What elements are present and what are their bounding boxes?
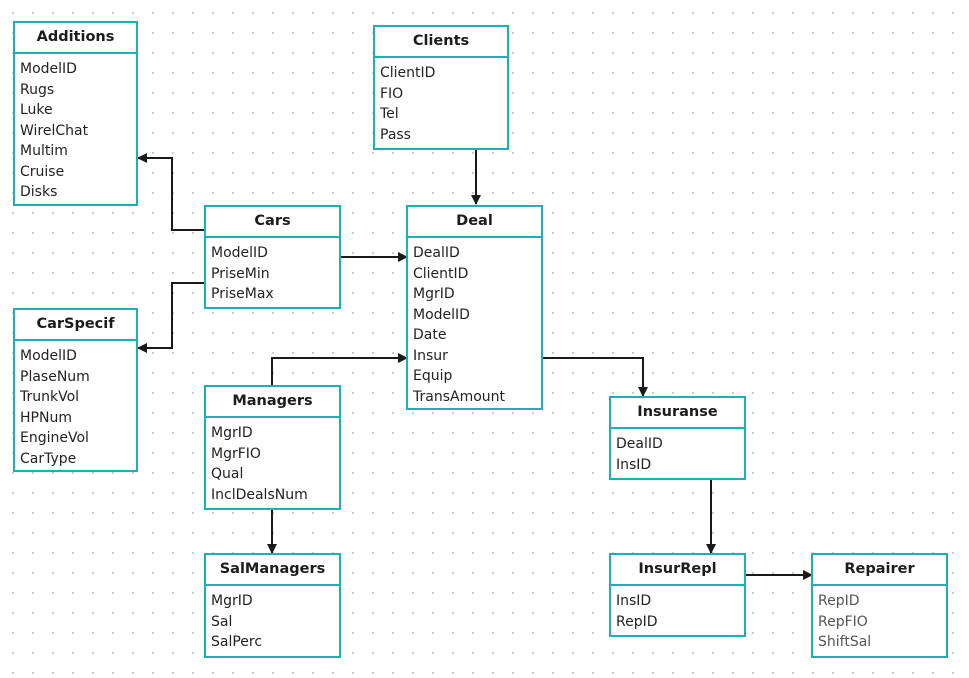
entity-title: Additions [15,23,136,54]
field-salperc: SalPerc [211,634,263,650]
field-wirelchat: WirelChat [20,122,89,139]
relation-cars-carspecif [137,282,205,353]
entity-title: CarSpecif [15,310,136,341]
field-shiftsal: ShiftSal [818,634,872,650]
field-repfio: RepFIO [818,613,868,630]
field-pass: Pass [380,126,411,143]
entity-title: Repairer [813,555,946,586]
field-insid: InsID [616,593,652,609]
field-modelid: ModelID [413,306,470,323]
field-luke: Luke [20,102,53,118]
field-enginevol: EngineVol [20,430,89,446]
field-disks: Disks [20,184,58,200]
field-cruise: Cruise [20,163,65,180]
entity-title: Clients [375,27,507,58]
entity-insurrepl[interactable]: InsurRepl InsID RepID [609,553,746,637]
field-mgrid: MgrID [413,286,455,302]
entity-title: SalManagers [206,555,339,586]
field-date: Date [413,327,447,343]
field-mgrfio: MgrFIO [211,445,261,462]
field-prisemin: PriseMin [211,265,270,282]
field-dealid: DealID [413,245,460,261]
field-insid: InsID [616,456,652,473]
field-insur: Insur [413,347,448,364]
entity-insuranse[interactable]: Insuranse DealID InsID [609,396,746,480]
field-incldealsnum: InclDealsNum [211,486,308,503]
field-clientid: ClientID [413,265,469,282]
field-modelid: ModelID [211,245,268,261]
entity-title: InsurRepl [611,555,744,586]
relation-managers-deal [271,353,408,385]
field-dealid: DealID [616,436,663,452]
field-tel: Tel [380,106,399,122]
field-qual: Qual [211,466,244,482]
entity-title: Deal [408,207,541,238]
entity-title: Insuranse [611,398,744,429]
field-mgrid: MgrID [211,593,253,609]
field-plasenum: PlaseNum [20,368,90,385]
field-rugs: Rugs [20,81,55,98]
field-prisemax: PriseMax [211,286,274,302]
field-trunkvol: TrunkVol [20,389,80,405]
field-clientid: ClientID [380,65,436,81]
entity-title: Managers [206,387,339,418]
field-multim: Multim [20,143,68,159]
entity-repairer[interactable]: Repairer RepID RepFIO ShiftSal [811,553,948,658]
entity-fields: RepID RepFIO ShiftSal [813,586,946,653]
field-fio: FIO [380,85,404,102]
relation-deal-insuranse [542,357,648,397]
field-transamount: TransAmount [413,388,506,405]
field-repid: RepID [616,613,658,630]
field-modelid: ModelID [20,348,77,364]
field-sal: Sal [211,613,233,630]
entity-fields: InsID RepID [611,586,744,632]
entity-title: Cars [206,207,339,238]
field-cartype: CarType [20,450,77,467]
field-repid: RepID [818,593,860,609]
field-modelid: ModelID [20,61,77,77]
entity-fields: DealID InsID [611,429,744,475]
field-mgrid: MgrID [211,425,253,441]
field-hpnum: HPNum [20,409,72,426]
field-equip: Equip [413,368,453,384]
relation-cars-additions [137,153,205,231]
